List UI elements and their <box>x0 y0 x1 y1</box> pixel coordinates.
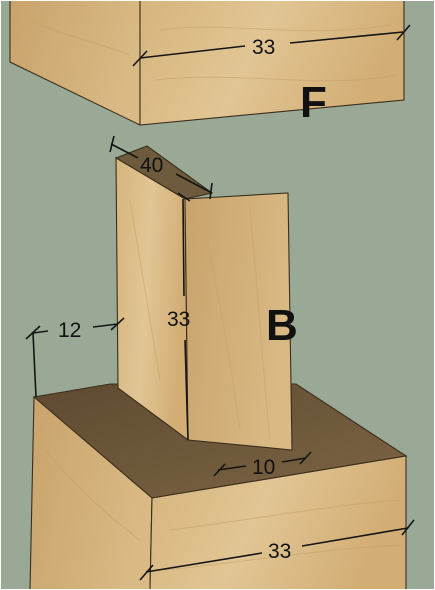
base-grain <box>44 449 403 571</box>
piece-f-label: F <box>300 78 327 127</box>
piece-f-front-face <box>139 0 405 126</box>
dim-top-width-label: 33 <box>252 36 275 59</box>
dim-bottom-width-label: 33 <box>268 540 291 563</box>
base-block <box>29 383 408 590</box>
dim-bottom-width: 33 <box>139 519 415 581</box>
dim-tenon-depth: 40 <box>109 135 213 200</box>
dim-top-width: 33 <box>132 24 411 67</box>
dim-side-offset-label: 12 <box>58 319 81 342</box>
dim-tenon-height: 33 <box>167 192 191 441</box>
base-left-face <box>29 395 153 590</box>
piece-f-block <box>9 0 405 126</box>
dim-tenon-height-label: 33 <box>167 308 190 331</box>
piece-b-label: B <box>266 301 298 350</box>
tenon-grain <box>129 199 271 441</box>
dim-side-offset: 12 <box>25 317 125 398</box>
dim-tenon-thickness-label: 10 <box>252 456 275 479</box>
piece-f-grain <box>29 19 396 82</box>
base-front-face <box>149 455 407 590</box>
dim-tenon-thickness: 10 <box>213 451 312 479</box>
dim-tenon-depth-label: 40 <box>140 154 163 177</box>
